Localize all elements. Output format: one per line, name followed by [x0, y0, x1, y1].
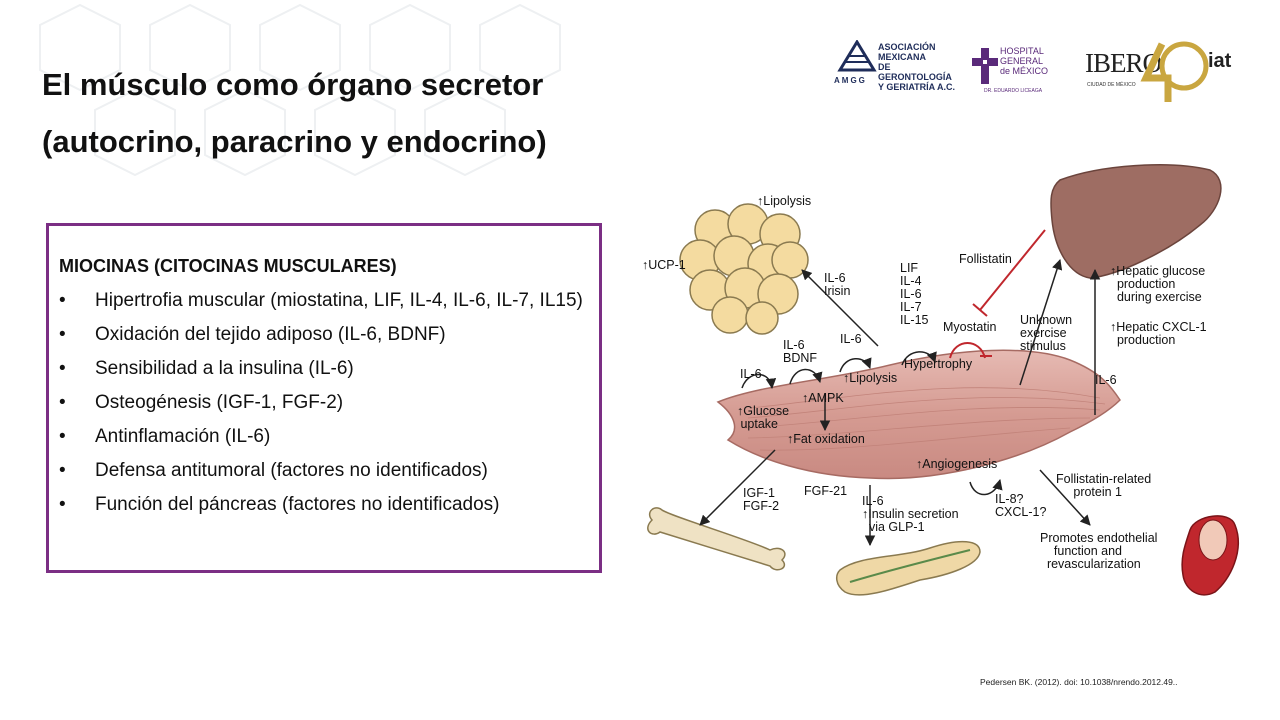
myokines-box: MIOCINAS (CITOCINAS MUSCULARES) •Hipertr… — [46, 223, 602, 573]
iat-text: iat — [1208, 50, 1232, 72]
pancreatic-duct — [849, 549, 971, 583]
diagram-drawing — [647, 164, 1239, 596]
label-lipolysis-muscle: ↑Lipolysis — [843, 371, 898, 385]
label-unknown-stimulus: Unknown exercise stimulus — [1020, 313, 1073, 353]
list-item: •Sensibilidad a la insulina (IL-6) — [59, 358, 354, 379]
blood-vessel — [1181, 515, 1239, 596]
label-ampk: ↑AMPK — [802, 391, 844, 405]
label-follistatin: Follistatin — [959, 252, 1012, 266]
amgg-name: ASOCIACIÓN MEXICANA DE GERONTOLOGÍA Y GE… — [878, 42, 956, 92]
amgg-emblem-icon — [837, 40, 877, 72]
label-il6-irisin: IL-6 Irisin — [824, 271, 851, 298]
ibero-logo: IBERO CIUDAD DE MÉXICO iat — [1085, 36, 1250, 106]
label-insulin-secretion: IL-6 ↑Insulin secretion via GLP-1 — [862, 494, 959, 534]
hexagon-background — [39, 3, 561, 177]
hgm-cross-icon — [972, 48, 998, 84]
muscle-fibers — [744, 387, 1106, 451]
label-il8-cxcl1: IL-8? CXCL-1? — [995, 492, 1047, 519]
label-hepatic-glucose: ↑Hepatic glucose production during exerc… — [1110, 264, 1206, 304]
label-hepatic-cxcl1: ↑Hepatic CXCL-1 production — [1110, 320, 1207, 347]
label-fat-oxidation: ↑Fat oxidation — [787, 432, 865, 446]
hgm-subtitle: DR. EDUARDO LICEAGA — [984, 88, 1043, 94]
label-lipolysis-adipose: ↑Lipolysis — [757, 194, 812, 208]
title-line-2: (autocrino, paracrino y endocrino) — [42, 124, 547, 159]
list-item: •Oxidación del tejido adiposo (IL-6, BDN… — [59, 324, 446, 345]
citation: Pedersen BK. (2012). doi: 10.1038/nrendo… — [980, 677, 1178, 687]
ibero-subtitle: CIUDAD DE MÉXICO — [1087, 82, 1136, 88]
label-lif-cytokines: LIF IL-4 IL-6 IL-7 IL-15 — [900, 261, 929, 327]
label-hypertrophy: Hypertrophy — [904, 357, 973, 371]
box-heading: MIOCINAS (CITOCINAS MUSCULARES) — [59, 256, 397, 276]
list-item: •Función del páncreas (factores no ident… — [59, 494, 500, 515]
list-item: •Hipertrofia muscular (miostatina, LIF, … — [59, 290, 583, 311]
amgg-abbreviation: AMGG — [834, 76, 867, 85]
label-angiogenesis: ↑Angiogenesis — [916, 457, 998, 471]
adipose-tissue — [679, 203, 809, 335]
slide-title: El músculo como órgano secretor (autocri… — [42, 56, 547, 170]
label-fgf21: FGF-21 — [804, 484, 848, 498]
label-myostatin: Myostatin — [943, 320, 997, 334]
hgm-logo: HOSPITAL GENERAL de MÉXICO DR. EDUARDO L… — [970, 40, 1055, 100]
label-il6-liver: IL-6 — [1095, 373, 1117, 387]
anniversary-emblem-icon — [1140, 41, 1209, 102]
bone — [647, 507, 786, 571]
hgm-name: HOSPITAL GENERAL de MÉXICO — [1000, 46, 1049, 76]
label-il6-lipolysis: IL-6 — [840, 332, 862, 346]
label-ucp1: ↑UCP-1 — [642, 258, 686, 272]
title-line-1: El músculo como órgano secretor — [42, 67, 544, 102]
label-follistatin-related: Follistatin-related protein 1 — [1056, 472, 1152, 499]
label-endothelial-function: Promotes endothelial function and revasc… — [1040, 531, 1158, 571]
label-glucose-uptake: ↑Glucose uptake — [737, 404, 790, 431]
myokines-list: •Hipertrofia muscular (miostatina, LIF, … — [59, 284, 591, 522]
amgg-logo: AMGG ASOCIACIÓN MEXICANA DE GERONTOLOGÍA… — [830, 36, 965, 96]
list-item: •Osteogénesis (IGF-1, FGF-2) — [59, 392, 344, 413]
diagram-arrows — [699, 258, 1101, 547]
label-il6-glucose: IL-6 — [740, 367, 762, 381]
list-item: •Antinflamación (IL-6) — [59, 426, 271, 447]
myokine-diagram: ↑Lipolysis ↑UCP-1 IL-6 Irisin IL-6 IL-6 … — [630, 160, 1250, 610]
logo-bar: AMGG ASOCIACIÓN MEXICANA DE GERONTOLOGÍA… — [830, 36, 1250, 106]
inhibition-lines — [949, 229, 1046, 359]
label-il6-bdnf: IL-6 BDNF — [783, 338, 818, 365]
label-igf-fgf: IGF-1 FGF-2 — [743, 486, 780, 513]
list-item: •Defensa antitumoral (factores no identi… — [59, 460, 488, 481]
pancreas — [835, 540, 981, 596]
liver — [1050, 164, 1222, 279]
